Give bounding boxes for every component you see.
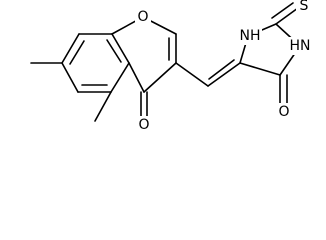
thione-bond [275,7,299,25]
carbonyl-oxygen-label: O [138,117,149,133]
thione-bond-double [271,2,294,19]
benzene-ring [61,33,130,93]
methyl-bond-5 [94,91,112,122]
nh-top-label: NH [240,28,261,44]
methylidene-bond [175,62,209,87]
amide-oxygen-label: O [278,104,289,120]
chemical-structure-diagram: O O NH HN S O [30,0,311,133]
nh-right-label: HN [290,38,311,54]
methylidene-double-bond-a [207,62,241,87]
thione-sulfur-label: S [300,0,309,14]
pyranone-ring [111,16,177,93]
ring-oxygen-label: O [137,9,148,25]
methylidene-double-bond-b [208,59,235,80]
